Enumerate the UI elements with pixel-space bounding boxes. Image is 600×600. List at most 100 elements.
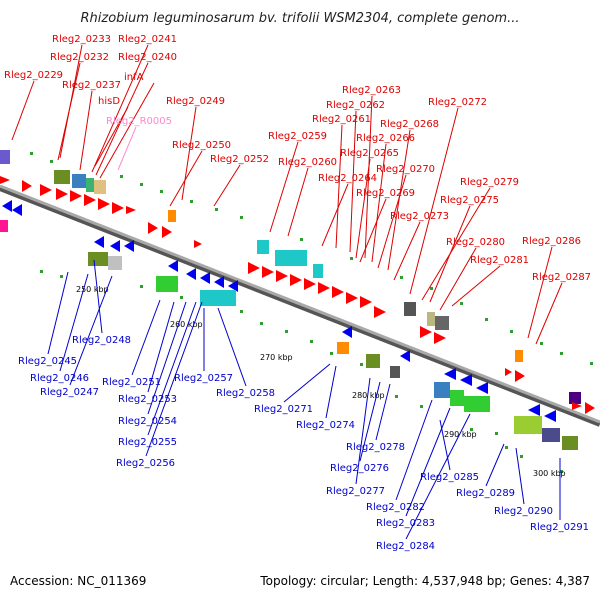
label-leader-line bbox=[349, 110, 357, 253]
feature-block bbox=[464, 396, 490, 412]
gene-label[interactable]: Rleg2_0284 bbox=[376, 541, 435, 552]
label-leader-line bbox=[79, 90, 93, 171]
label-leader-line bbox=[131, 299, 161, 376]
feature-block bbox=[313, 264, 323, 278]
gene-label[interactable]: Rleg2_0273 bbox=[390, 211, 449, 222]
label-leader-line bbox=[147, 301, 197, 436]
reverse-cds-arrows bbox=[2, 200, 556, 422]
gene-label[interactable]: Rleg2_0237 bbox=[62, 80, 121, 91]
gene-label[interactable]: Rleg2_0247 bbox=[40, 387, 99, 398]
gene-label[interactable]: Rleg2_0240 bbox=[118, 52, 177, 63]
feature-block bbox=[88, 252, 108, 266]
label-leader-line bbox=[283, 363, 331, 403]
feature-block bbox=[200, 290, 236, 306]
gene-label[interactable]: Rleg2_0283 bbox=[376, 518, 435, 529]
gene-label[interactable]: Rleg2_0289 bbox=[456, 488, 515, 499]
gene-label[interactable]: Rleg2_0274 bbox=[296, 420, 355, 431]
scale-tick-label: 290 kbp bbox=[444, 430, 477, 439]
gene-label[interactable]: Rleg2_0263 bbox=[342, 85, 401, 96]
label-leader-line bbox=[355, 377, 371, 485]
feature-block bbox=[257, 240, 269, 254]
label-leader-line bbox=[269, 141, 299, 233]
gene-label[interactable]: Rleg2_0254 bbox=[118, 416, 177, 427]
gene-label[interactable]: Rleg2_0287 bbox=[532, 272, 591, 283]
label-leader-line bbox=[69, 275, 113, 386]
label-leader-line bbox=[515, 447, 525, 505]
label-leader-line bbox=[91, 44, 149, 173]
gene-label[interactable]: Rleg2_0278 bbox=[346, 442, 405, 453]
gene-label[interactable]: Rleg2_0286 bbox=[522, 236, 581, 247]
gene-label[interactable]: Rleg2_0250 bbox=[172, 140, 231, 151]
feature-block bbox=[569, 392, 581, 404]
gene-label[interactable]: Rleg2_0255 bbox=[118, 437, 177, 448]
gene-label[interactable]: Rleg2_0233 bbox=[52, 34, 111, 45]
gene-label[interactable]: Rleg2_0285 bbox=[420, 472, 479, 483]
feature-block bbox=[434, 382, 450, 398]
gene-label[interactable]: Rleg2_0245 bbox=[18, 356, 77, 367]
gene-label[interactable]: Rleg2_0262 bbox=[326, 100, 385, 111]
label-leader-line bbox=[147, 301, 187, 415]
gene-label[interactable]: Rleg2_0246 bbox=[30, 373, 89, 384]
gene-label[interactable]: Rleg2_0272 bbox=[428, 97, 487, 108]
label-leader-line bbox=[217, 307, 247, 387]
feature-block bbox=[542, 428, 560, 442]
label-leader-line bbox=[535, 282, 563, 345]
label-leader-line bbox=[213, 164, 241, 207]
feature-block bbox=[168, 210, 176, 222]
label-leaders bbox=[11, 44, 563, 540]
gene-label[interactable]: Rleg2_0232 bbox=[50, 52, 109, 63]
label-leader-line bbox=[93, 259, 103, 334]
label-leader-line bbox=[287, 167, 309, 237]
gene-label[interactable]: infA bbox=[124, 72, 144, 83]
gene-label[interactable]: Rleg2_0259 bbox=[268, 131, 327, 142]
label-leader-line bbox=[429, 205, 471, 303]
gene-label[interactable]: Rleg2_0265 bbox=[340, 148, 399, 159]
forward-features bbox=[0, 150, 581, 404]
gene-label[interactable]: Rleg2_0280 bbox=[446, 237, 505, 248]
gene-label[interactable]: Rleg2_0248 bbox=[72, 335, 131, 346]
gene-label[interactable]: Rleg2_0268 bbox=[380, 119, 439, 130]
gene-label[interactable]: Rleg2_0264 bbox=[318, 173, 377, 184]
gene-label[interactable]: Rleg2_0271 bbox=[254, 404, 313, 415]
label-leader-line bbox=[393, 221, 421, 281]
gene-label[interactable]: Rleg2_0269 bbox=[356, 188, 415, 199]
gene-label[interactable]: Rleg2_0261 bbox=[312, 114, 371, 125]
gene-label[interactable]: Rleg2_0277 bbox=[326, 486, 385, 497]
gene-label[interactable]: Rleg2_0253 bbox=[118, 394, 177, 405]
gene-label[interactable]: Rleg2_0281 bbox=[470, 255, 529, 266]
gene-label[interactable]: Rleg2_0266 bbox=[356, 133, 415, 144]
forward-cds-arrows bbox=[0, 176, 595, 414]
gene-label[interactable]: Rleg2_0249 bbox=[166, 96, 225, 107]
gene-label[interactable]: hisD bbox=[98, 96, 120, 107]
gene-label[interactable]: Rleg2_0291 bbox=[530, 522, 589, 533]
label-leader-line bbox=[359, 198, 387, 263]
gene-label[interactable]: Rleg2_0290 bbox=[494, 506, 553, 517]
gene-label[interactable]: Rleg2_0276 bbox=[330, 463, 389, 474]
feature-block bbox=[515, 350, 523, 362]
gene-label[interactable]: Rleg2_0260 bbox=[278, 157, 337, 168]
gene-label[interactable]: Rleg2_R0005 bbox=[106, 116, 172, 127]
gene-label[interactable]: Rleg2_0258 bbox=[216, 388, 275, 399]
genome-backbone bbox=[0, 184, 600, 424]
gene-label[interactable]: Rleg2_0229 bbox=[4, 70, 63, 81]
gene-label[interactable]: Rleg2_0257 bbox=[174, 373, 233, 384]
gene-label[interactable]: Rleg2_0270 bbox=[376, 164, 435, 175]
accession-text: Accession: NC_011369 bbox=[10, 574, 146, 588]
gene-label[interactable]: Rleg2_0256 bbox=[116, 458, 175, 469]
gene-label[interactable]: Rleg2_0251 bbox=[102, 377, 161, 388]
label-leader-line bbox=[409, 107, 459, 295]
feature-block bbox=[562, 436, 578, 450]
scale-tick-label: 260 kbp bbox=[170, 320, 203, 329]
gene-label[interactable]: Rleg2_0282 bbox=[366, 502, 425, 513]
gene-label[interactable]: Rleg2_0241 bbox=[118, 34, 177, 45]
label-leader-line bbox=[94, 106, 129, 167]
feature-block bbox=[275, 250, 307, 266]
gene-label[interactable]: Rleg2_0279 bbox=[460, 177, 519, 188]
scale-tick-label: 250 kbp bbox=[76, 285, 109, 294]
gene-label[interactable]: Rleg2_0252 bbox=[210, 154, 269, 165]
scale-tick-label: 300 kbp bbox=[533, 469, 566, 478]
feature-block bbox=[0, 150, 10, 164]
label-leader-line bbox=[359, 381, 381, 462]
gene-label[interactable]: Rleg2_0275 bbox=[440, 195, 499, 206]
